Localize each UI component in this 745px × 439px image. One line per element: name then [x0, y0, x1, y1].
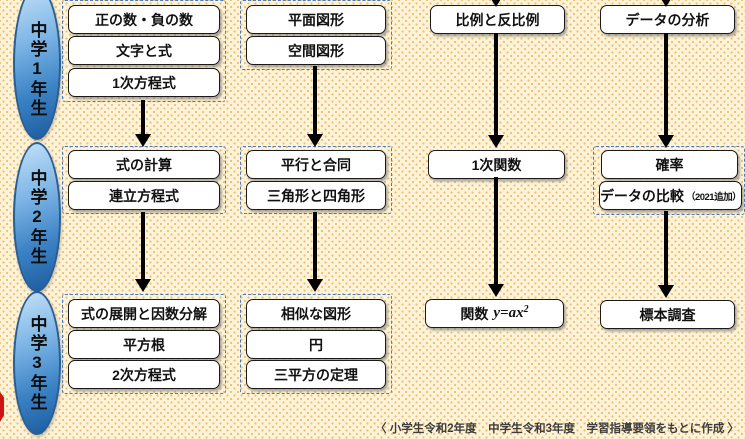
arrow-line-col4-row1 [664, 33, 668, 136]
topic-box-linear-equations: 1次方程式 [68, 68, 220, 97]
arrow-line-col4-row2 [664, 211, 668, 286]
topic-note-2021-added: （2021追加） [685, 191, 742, 203]
grade-label: 中学1年生 [27, 20, 47, 118]
topic-box-data-analysis: データの分析 [600, 5, 735, 34]
grade-oval-junior-high-1: 中学1年生 [13, 0, 61, 140]
arrow-down-icon [658, 285, 674, 298]
arrow-line-col2-row1 [313, 66, 317, 136]
topic-box-data-comparison: データの比較 （2021追加） [599, 181, 742, 210]
topic-box-quadratic-equations: 2次方程式 [68, 360, 220, 389]
topic-box-similar-figures: 相似な図形 [246, 299, 386, 328]
arrow-line-col3-row2 [494, 177, 498, 285]
arrow-down-icon [307, 134, 323, 147]
topic-box-parallel-and-congruence: 平行と合同 [246, 150, 386, 179]
arrow-down-icon [658, 0, 674, 7]
arrow-down-icon [135, 279, 151, 292]
arrow-line-col1-row1 [141, 100, 145, 136]
topic-box-triangles-quadrilaterals: 三角形と四角形 [246, 181, 386, 210]
topic-box-letters-and-expressions: 文字と式 [68, 36, 220, 65]
topic-box-probability: 確率 [601, 150, 738, 179]
red-edge-marker [0, 392, 4, 422]
topic-box-pythagorean-theorem: 三平方の定理 [246, 360, 386, 389]
topic-label: 関数 [460, 305, 489, 322]
topic-box-linear-functions: 1次関数 [428, 150, 565, 179]
grade-oval-junior-high-2: 中学2年生 [13, 142, 61, 292]
topic-label: データの比較 [599, 187, 684, 204]
grade-label: 中学2年生 [27, 168, 47, 266]
arrow-line-col3-row1 [494, 33, 498, 136]
topic-box-simultaneous-equations: 連立方程式 [68, 181, 220, 210]
arrow-down-icon [658, 135, 674, 148]
topic-box-solid-figures: 空間図形 [246, 36, 386, 65]
arrow-line-col2-row2 [313, 212, 317, 280]
topic-box-square-roots: 平方根 [68, 330, 220, 359]
formula-y-ax: y=ax [493, 305, 524, 321]
source-caption: 〈 小学生令和2年度 中学生令和3年度 学習指導要領をもとに作成 〉 [375, 423, 739, 435]
arrow-down-icon [307, 279, 323, 292]
arrow-down-icon [488, 135, 504, 148]
unit-group-g3-algebra [62, 294, 226, 394]
topic-box-proportion-inverse-proportion: 比例と反比例 [430, 5, 565, 34]
topic-box-expression-calculation: 式の計算 [68, 150, 220, 179]
arrow-down-icon [488, 284, 504, 297]
topic-box-positive-negative-numbers: 正の数・負の数 [68, 5, 220, 34]
topic-box-function-y-ax2: 関数 y=ax 2 [425, 299, 564, 328]
topic-box-sample-survey: 標本調査 [600, 300, 735, 329]
topic-box-circle: 円 [246, 330, 386, 359]
topic-box-plane-figures: 平面図形 [246, 5, 386, 34]
arrow-down-icon [488, 0, 504, 7]
grade-oval-junior-high-3: 中学3年生 [13, 291, 61, 435]
unit-group-g3-geometry [240, 294, 392, 394]
arrow-down-icon [135, 134, 151, 147]
grade-label: 中学3年生 [27, 314, 47, 412]
arrow-line-col1-row2 [141, 212, 145, 280]
topic-box-expansion-factorization: 式の展開と因数分解 [68, 299, 220, 328]
